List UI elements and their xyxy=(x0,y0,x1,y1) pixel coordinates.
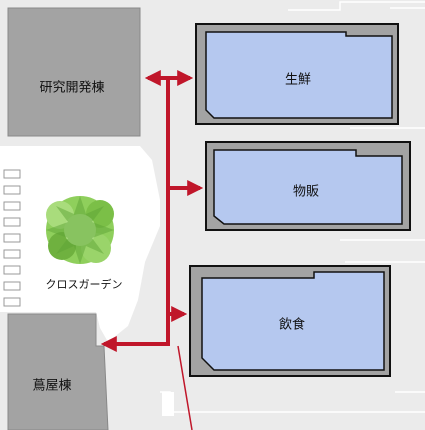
shop-goods-label: 物販 xyxy=(292,184,320,200)
shop-food-block xyxy=(189,265,391,377)
shop-goods-block xyxy=(205,141,411,231)
tsutaya-building xyxy=(7,313,109,430)
bottom-walkway xyxy=(162,392,174,416)
shop-fresh-label: 生鮮 xyxy=(284,72,312,88)
exit-line xyxy=(177,345,193,430)
research-building-label: 研究開発棟 xyxy=(39,80,105,96)
tree-icon xyxy=(46,196,114,264)
garden-benches xyxy=(3,169,21,307)
garden-label: クロスガーデン xyxy=(45,278,123,291)
tsutaya-building-label: 蔦屋棟 xyxy=(32,378,72,394)
circulation-arrows xyxy=(100,70,204,352)
shop-food-label: 飲食 xyxy=(278,317,306,333)
shop-fresh-block xyxy=(195,23,399,125)
research-building xyxy=(7,7,141,137)
